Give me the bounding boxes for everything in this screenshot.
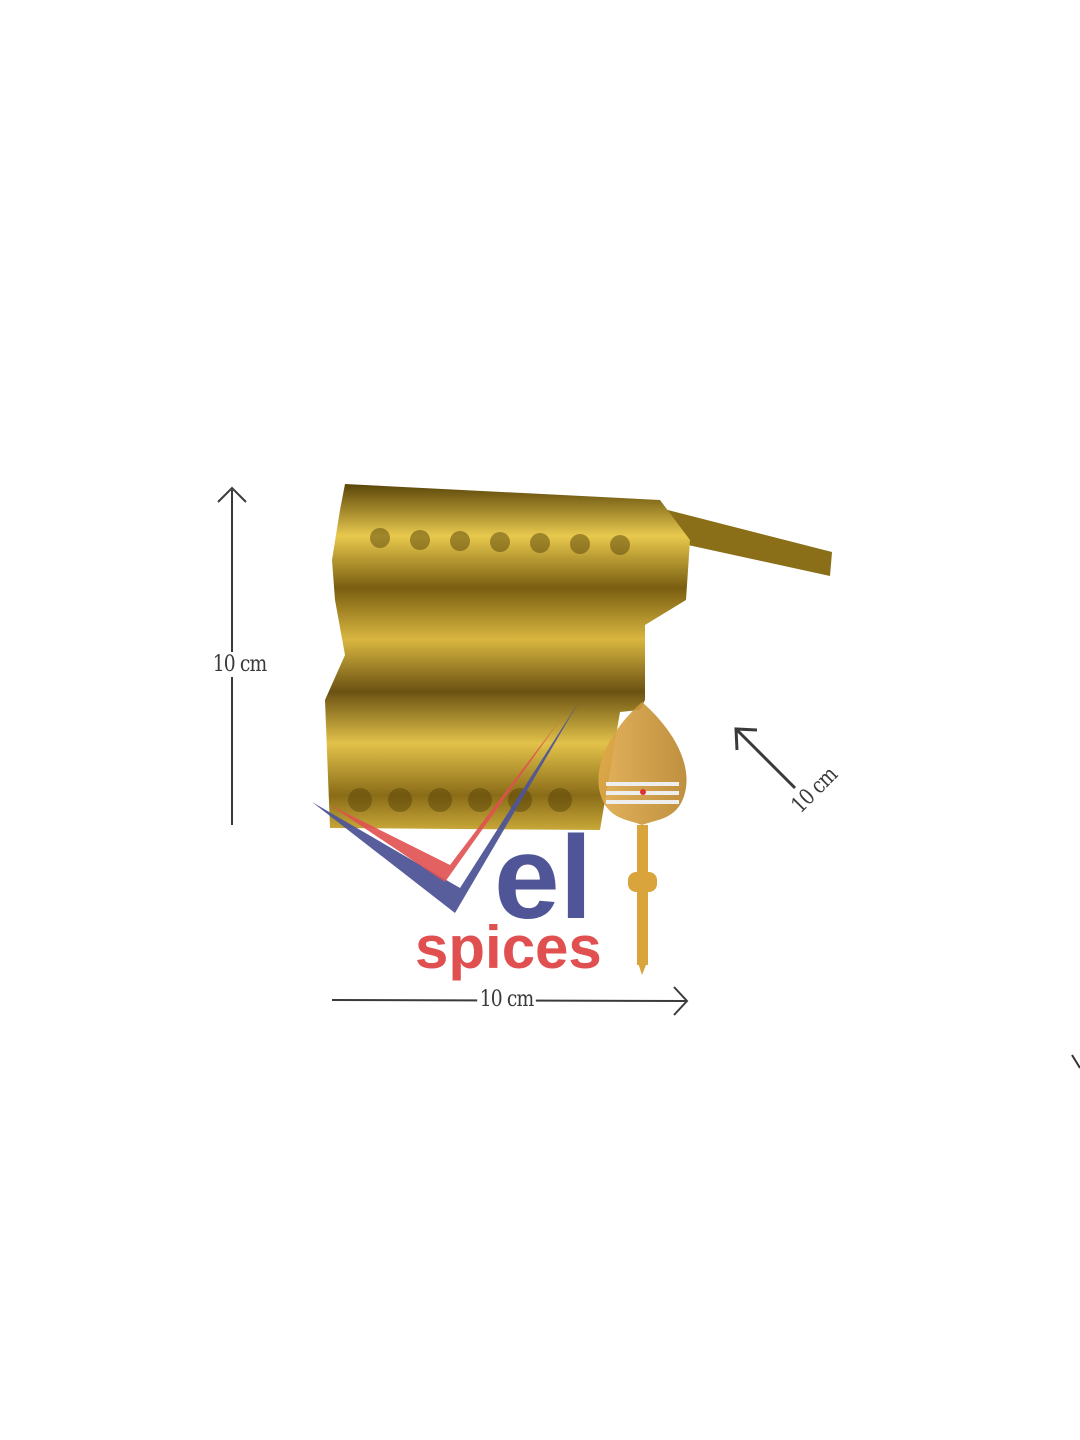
width-label: 10 cm xyxy=(477,987,536,1012)
height-label: 10 cm xyxy=(210,652,269,677)
depth-dimension-arrow xyxy=(734,727,797,790)
golden-box xyxy=(325,484,832,830)
svg-text:el: el xyxy=(494,812,592,944)
svg-text:spices: spices xyxy=(415,914,602,981)
vel-spices-logo: el spices xyxy=(312,700,687,981)
edge-mark xyxy=(1071,1054,1080,1069)
